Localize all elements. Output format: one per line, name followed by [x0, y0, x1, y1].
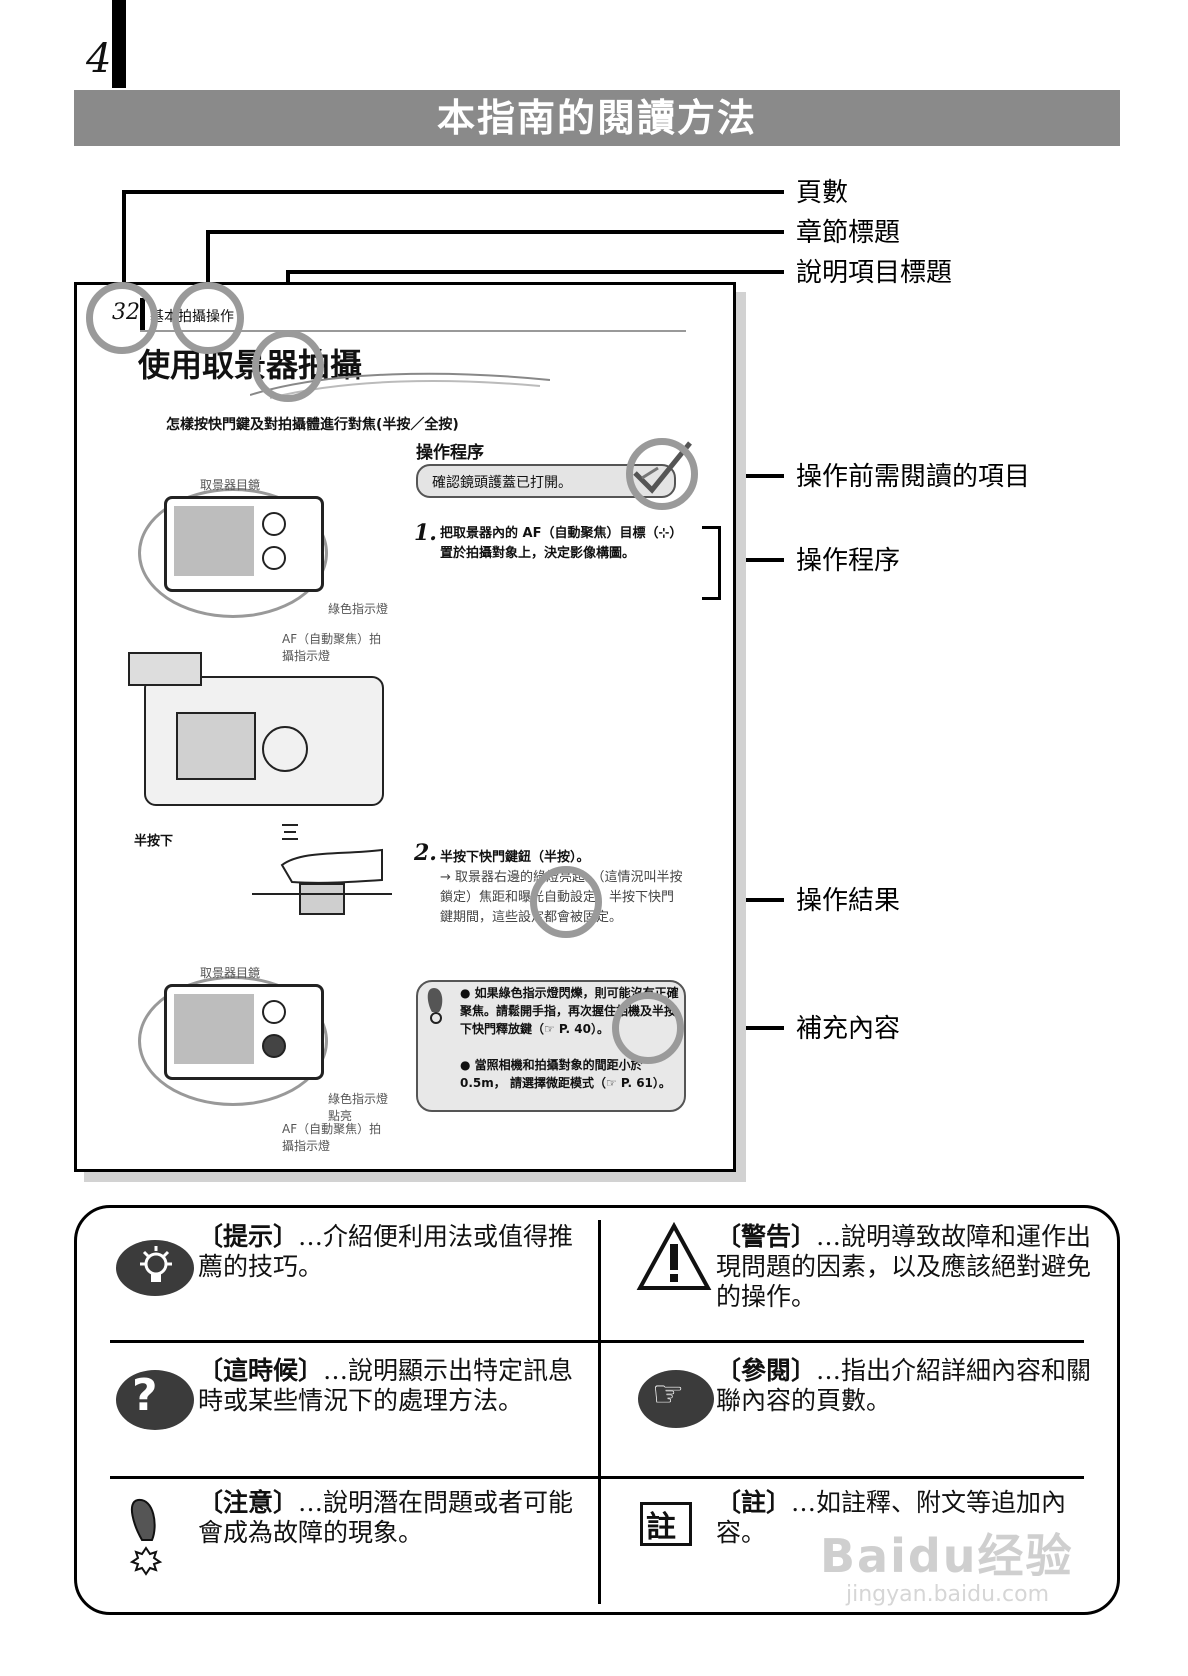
note-bullet-1: ● 如果綠色指示燈閃爍，則可能沒有正確聚焦。請鬆開手指，再次握住相機及半按下快門…	[460, 986, 679, 1036]
af-mark-label-2: AF（自動聚焦）拍攝指示燈	[282, 1122, 382, 1153]
callout-line-chapter-vertical	[206, 230, 210, 302]
callout-prereq: 操作前需閱讀的項目	[796, 462, 1031, 492]
tip-bulb-glyph	[140, 1246, 172, 1282]
step1-number: 1.	[414, 520, 437, 546]
highlight-circle-supplement	[612, 992, 684, 1064]
legend-note-tag: 〔註〕	[716, 1488, 792, 1517]
highlight-circle-chapter	[172, 282, 244, 354]
page-number: 4	[86, 36, 112, 82]
viewfinder-label-1: 取景器目鏡	[200, 478, 261, 492]
prereq-text: 確認鏡頭護蓋已打開。	[432, 475, 572, 491]
viewfinder-illustration-1	[138, 488, 328, 618]
question-glyph: ?	[132, 1370, 158, 1421]
led-top-2	[262, 1000, 286, 1024]
callout-procedure: 操作程序	[796, 546, 901, 576]
legend-note: 〔註〕…如註釋、附文等追加內容。	[716, 1488, 1096, 1548]
legend-question-tag: 〔這時候〕	[198, 1356, 324, 1385]
highlight-circle-result	[530, 866, 602, 938]
callout-line-page	[122, 190, 784, 194]
viewfinder-screen-2	[174, 994, 254, 1064]
caution-small-icon	[427, 988, 443, 1024]
callout-line-procedure	[720, 558, 784, 562]
legend-caution: 〔注意〕…說明潛在問題或者可能會成為故障的現象。	[198, 1488, 578, 1548]
viewfinder-screen-1	[174, 506, 254, 576]
led-bottom-1	[262, 546, 286, 570]
sample-heading: 使用取景器拍攝	[138, 346, 363, 384]
warning-icon	[636, 1222, 712, 1290]
watermark-logo: Baidu经验	[820, 1529, 1074, 1583]
title-band	[74, 90, 1120, 146]
note-icon	[640, 1502, 692, 1546]
callout-item-title: 說明項目標題	[796, 258, 953, 288]
finger-press-illustration	[252, 824, 392, 915]
legend-reference-text: …指出介紹詳細內容和關聯內容的頁數。	[716, 1356, 1092, 1415]
camera-flash	[128, 652, 202, 686]
legend-tip-tag: 〔提示〕	[198, 1222, 299, 1251]
led-top-1	[262, 512, 286, 536]
green-led-lit-label: 綠色指示燈點亮	[328, 1092, 389, 1123]
question-icon	[116, 1370, 194, 1430]
legend-warning: 〔警告〕…說明導致故障和運作出現問題的因素，以及應該絕對避免的操作。	[716, 1222, 1096, 1312]
step2-title: 半按下快門鍵鈕（半按）。	[440, 850, 590, 865]
callout-line-page-vertical	[122, 190, 126, 302]
procedure-label: 操作程序	[416, 443, 484, 463]
legend-note-text: …如註釋、附文等追加內容。	[716, 1488, 1067, 1547]
viewfinder-illustration-2	[138, 976, 328, 1106]
legend-question: 〔這時候〕…說明顯示出特定訊息時或某些情況下的處理方法。	[198, 1356, 578, 1416]
watermark-url: jingyan.baidu.com	[846, 1582, 1050, 1607]
green-led-label-1: 綠色指示燈	[328, 602, 389, 616]
led-bottom-2-lit	[262, 1034, 286, 1058]
callout-chapter-title: 章節標題	[796, 218, 901, 248]
callout-result: 操作結果	[796, 886, 901, 916]
legend-question-text: …說明顯示出特定訊息時或某些情況下的處理方法。	[198, 1356, 574, 1415]
legend-divider-1	[110, 1340, 1084, 1343]
callout-supplement: 補充內容	[796, 1014, 901, 1044]
camera-lcd	[176, 712, 256, 780]
reference-icon	[638, 1370, 714, 1428]
highlight-circle-prereq	[626, 438, 698, 510]
legend-divider-2	[110, 1476, 1084, 1479]
legend-warning-tag: 〔警告〕	[716, 1222, 817, 1251]
page-title: 本指南的閱讀方法	[436, 96, 757, 140]
af-mark-label-1: AF（自動聚焦）拍攝指示燈	[282, 632, 382, 663]
step2-number: 2.	[414, 840, 437, 866]
legend-warning-text: …說明導致故障和運作出現問題的因素，以及應該絕對避免的操作。	[716, 1222, 1092, 1311]
legend-reference: 〔參閱〕…指出介紹詳細內容和關聯內容的頁數。	[716, 1356, 1096, 1416]
viewfinder-label-2: 取景器目鏡	[200, 966, 261, 980]
callout-page-number: 頁數	[796, 178, 849, 208]
step1-text: 把取景器內的 AF（自動聚焦）目標（⊹）置於拍攝對象上，決定影像構圖。	[440, 526, 683, 561]
legend-reference-tag: 〔參閱〕	[716, 1356, 817, 1385]
legend-caution-text: …說明潛在問題或者可能會成為故障的現象。	[198, 1488, 574, 1547]
highlight-circle-item	[252, 330, 324, 402]
sample-rule	[140, 330, 686, 332]
legend-divider-vertical	[598, 1220, 601, 1604]
procedure-bracket	[702, 526, 721, 600]
legend-tip: 〔提示〕…介紹便利用法或值得推薦的技巧。	[198, 1222, 578, 1282]
camera-dpad	[262, 726, 308, 772]
callout-line-chapter	[206, 230, 784, 234]
highlight-circle-page	[86, 282, 158, 354]
note-icon-glyph: 註	[646, 1510, 676, 1545]
callout-line-item	[286, 270, 784, 274]
page-number-bar	[112, 0, 126, 88]
legend-caution-tag: 〔注意〕	[198, 1488, 299, 1517]
reference-hand-glyph: ☞	[652, 1374, 685, 1415]
half-press-label: 半按下	[134, 834, 174, 849]
caution-icon	[129, 1498, 163, 1576]
legend-tip-text: …介紹便利用法或值得推薦的技巧。	[198, 1222, 574, 1281]
icon-legend-box	[74, 1205, 1120, 1615]
note-bullet-2: ● 當照相機和拍攝對象的間距小於 0.5m， 請選擇微距模式（☞ P. 61）。	[460, 1058, 671, 1090]
sample-subheading: 怎樣按快門鍵及對拍攝體進行對焦(半按／全按)	[166, 417, 459, 433]
